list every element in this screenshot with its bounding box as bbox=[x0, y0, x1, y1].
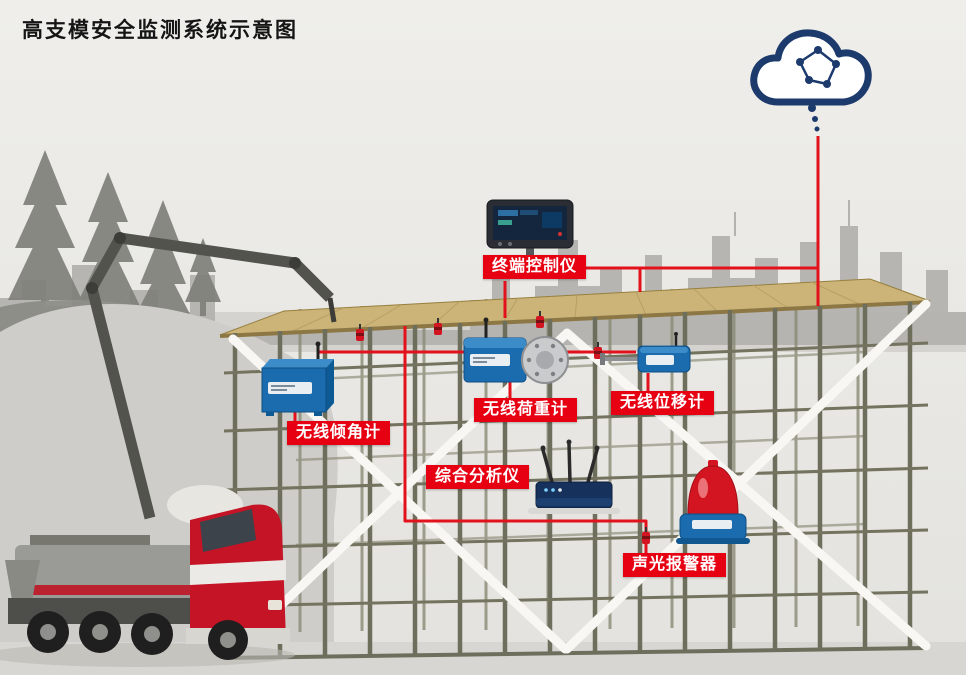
page-title: 高支模安全监测系统示意图 bbox=[22, 19, 298, 42]
sensor-node bbox=[356, 324, 364, 341]
city-skyline bbox=[0, 226, 966, 345]
windshield bbox=[200, 509, 256, 552]
pump-truck bbox=[0, 232, 337, 667]
sensor-node bbox=[642, 527, 650, 544]
analyzer-device bbox=[528, 439, 620, 514]
alarm-device bbox=[676, 460, 750, 544]
sensor-nodes bbox=[356, 311, 650, 544]
terminal-device bbox=[486, 199, 574, 261]
cross-brace bbox=[562, 299, 931, 654]
loadcell-label: 无线荷重计 bbox=[474, 398, 578, 422]
inclinometer-label: 无线倾角计 bbox=[287, 421, 391, 445]
truck-wheels bbox=[27, 611, 248, 660]
formwork-deck bbox=[219, 278, 931, 338]
analyzer-label: 综合分析仪 bbox=[426, 465, 530, 489]
inclinometer-device bbox=[261, 341, 334, 416]
sensor-node bbox=[536, 311, 544, 328]
boom-hose bbox=[327, 297, 337, 323]
sensor-node bbox=[434, 318, 442, 335]
displacement-device bbox=[600, 332, 691, 373]
terminal-label: 终端控制仪 bbox=[483, 255, 587, 279]
cross-brace bbox=[562, 328, 931, 651]
hopper bbox=[5, 560, 40, 600]
cab-stripe bbox=[190, 560, 286, 585]
headlight bbox=[268, 600, 282, 610]
displacement-label: 无线位移计 bbox=[611, 391, 715, 415]
alarm-label: 声光报警器 bbox=[623, 553, 727, 577]
cloud-network-icon bbox=[750, 29, 872, 132]
loadcell-device bbox=[463, 317, 569, 384]
